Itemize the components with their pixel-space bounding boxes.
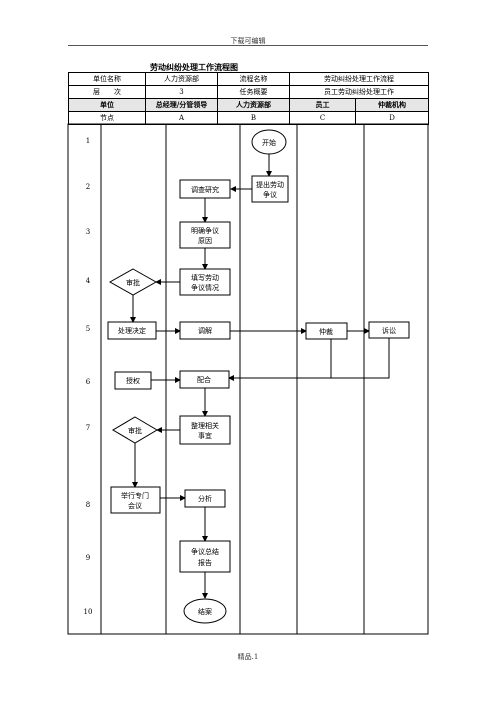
row-number: 9	[86, 554, 90, 562]
node-mediate-label: 调解	[198, 326, 212, 335]
node-meeting: 举行专门 会议	[110, 486, 161, 514]
connectors	[130, 154, 390, 599]
node-analyze-label: 分析	[198, 494, 212, 503]
lane-name-row: 单位 总经理/分管领导 人力资源部 员工 仲裁机构 法院	[68, 98, 429, 112]
node-litigate-label: 诉讼	[382, 326, 396, 335]
node-mediate: 调解	[179, 321, 231, 340]
line-litigate-to-cooperate	[331, 338, 390, 379]
node-investigate-label: 调查研究	[191, 185, 219, 194]
node-decision: 处理决定	[107, 321, 157, 340]
diagram-title: 劳动纠纷处理工作流程图	[150, 62, 238, 72]
node-fill-dispute-label: 争议情况	[191, 283, 219, 292]
node-clarify-cause-label: 明确争议	[191, 226, 219, 235]
row-number: 4	[86, 277, 91, 285]
page-header: 下载可编辑	[230, 37, 266, 45]
node-authorize-label: 授权	[126, 376, 140, 385]
row-number: 8	[86, 501, 90, 509]
lane-name-b: 人力资源部	[217, 98, 290, 112]
node-cooperate: 配合	[179, 370, 230, 389]
node-cooperate-label: 配合	[197, 375, 211, 384]
node-raise-dispute: 提出劳动 争议	[251, 175, 289, 203]
node-clarify-cause: 明确争议 原因	[179, 221, 231, 249]
node-meeting-label: 举行专门	[121, 491, 149, 500]
row-number: 6	[86, 378, 91, 386]
node-close-case: 结案	[183, 598, 227, 624]
node-fill-dispute: 填写劳动 争议情况	[179, 268, 231, 296]
node-decision-label: 处理决定	[118, 326, 146, 335]
node-approve-1: 审批	[108, 268, 158, 296]
node-approve-2-label: 审批	[128, 426, 142, 435]
node-clarify-cause-label: 原因	[198, 237, 212, 245]
row-number: 3	[86, 228, 90, 236]
page-footer: 精品.1	[237, 653, 259, 661]
node-investigate: 调查研究	[179, 179, 231, 199]
node-authorize: 授权	[114, 371, 152, 390]
row-number: 2	[86, 183, 90, 191]
node-meeting-label: 会议	[128, 501, 142, 510]
row-number: 10	[84, 608, 93, 616]
node-close-case-label: 结案	[198, 607, 212, 616]
node-approve-2: 审批	[112, 416, 158, 444]
node-analyze: 分析	[184, 489, 226, 508]
arrow-arbitrate-to-cooperate	[228, 339, 332, 381]
node-raise-dispute-label: 争议	[263, 190, 277, 199]
row-number: 1	[86, 137, 90, 145]
node-arbitrate: 仲裁	[305, 322, 348, 340]
node-summary-report-label: 争议总结	[191, 547, 219, 556]
node-organize-label: 事宜	[198, 431, 212, 440]
row-number: 7	[86, 424, 90, 432]
header-divider	[68, 45, 428, 46]
node-fill-dispute-label: 填写劳动	[191, 273, 219, 282]
row-numbers: 1 2 3 4 5 6 7 8 9 10	[84, 137, 93, 616]
node-start-label: 开始	[262, 138, 276, 147]
node-raise-dispute-label: 提出劳动	[256, 180, 284, 189]
flow-nodes: 开始 提出劳动 争议 调查研究 明确争议 原因 填写劳动 争议情况 审批 处理决…	[107, 129, 410, 624]
node-summary-report: 争议总结 报告	[179, 540, 231, 573]
lane-name-d: 仲裁机构	[355, 98, 429, 112]
node-organize-label: 整理相关	[191, 421, 219, 430]
swimlane-frame	[67, 123, 429, 635]
node-arbitrate-label: 仲裁	[319, 327, 333, 336]
node-approve-1-label: 审批	[126, 278, 140, 287]
node-litigate: 诉讼	[368, 321, 410, 339]
node-start: 开始	[251, 129, 287, 155]
lane-name-a: 总经理/分管领导	[145, 98, 218, 112]
node-organize: 整理相关 事宜	[179, 415, 231, 445]
node-summary-report-label: 报告	[198, 558, 212, 567]
row-number: 5	[86, 325, 90, 333]
